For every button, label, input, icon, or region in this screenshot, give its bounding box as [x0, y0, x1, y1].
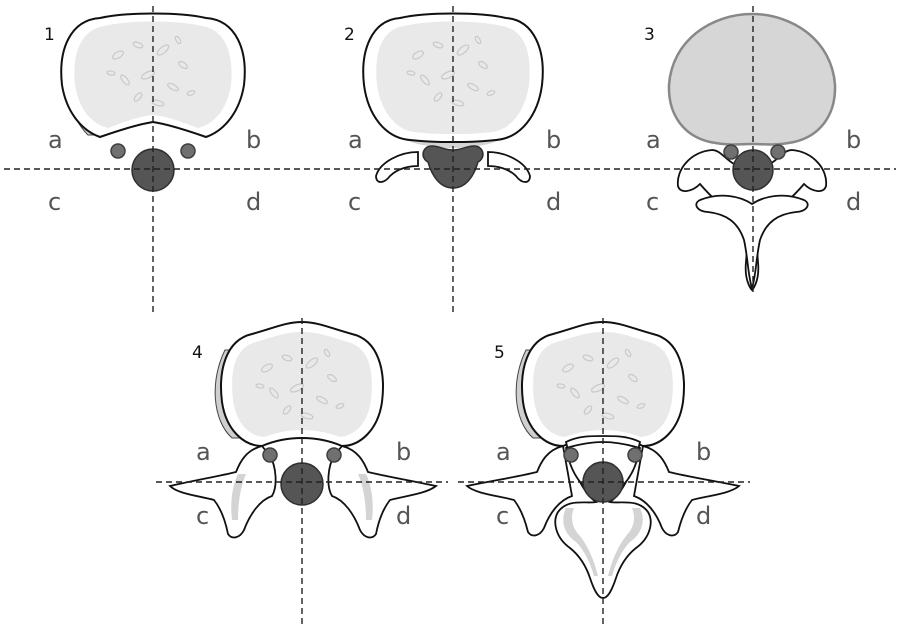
panel-3: 3 a b c d: [644, 6, 861, 294]
pedicle-right: [488, 152, 530, 182]
quadrant-label-d: d: [246, 188, 261, 216]
spinous-process: [696, 196, 807, 288]
quadrant-label-c: c: [48, 188, 61, 216]
quadrant-label-a: a: [48, 126, 63, 154]
panel-1: 1 a b c d: [44, 6, 261, 312]
panel-number: 4: [192, 343, 203, 363]
panel-number: 5: [494, 343, 505, 363]
quadrant-label-b: b: [546, 126, 561, 154]
panel-number: 3: [644, 25, 655, 45]
quadrant-label-a: a: [196, 438, 211, 466]
quadrant-label-b: b: [396, 438, 411, 466]
panel-number: 1: [44, 25, 55, 45]
quadrant-label-a: a: [646, 126, 661, 154]
quadrant-label-d: d: [696, 502, 711, 530]
quadrant-label-a: a: [496, 438, 511, 466]
panel-2: 2 a b c d: [344, 6, 561, 312]
nerve-root-left: [564, 448, 578, 462]
nerve-root-left: [111, 144, 125, 158]
quadrant-label-d: d: [546, 188, 561, 216]
quadrant-label-c: c: [348, 188, 361, 216]
pedicle-left: [376, 152, 418, 182]
quadrant-label-c: c: [646, 188, 659, 216]
vertebral-body-shaded: [669, 14, 835, 145]
quadrant-label-a: a: [348, 126, 363, 154]
nerve-root-right: [771, 145, 785, 159]
quadrant-label-d: d: [396, 502, 411, 530]
quadrant-label-b: b: [846, 126, 861, 154]
panel-number: 2: [344, 25, 355, 45]
transverse-process-right: [328, 446, 436, 537]
panel-5: 5 a b c d: [467, 318, 739, 626]
quadrant-label-b: b: [246, 126, 261, 154]
nerve-root-right: [327, 448, 341, 462]
quadrant-label-c: c: [196, 502, 209, 530]
quadrant-label-d: d: [846, 188, 861, 216]
nerve-root-left: [263, 448, 277, 462]
quadrant-label-b: b: [696, 438, 711, 466]
panel-4: 4 a b c d: [170, 318, 436, 626]
quadrant-label-c: c: [496, 502, 509, 530]
nerve-root-right: [628, 448, 642, 462]
nerve-root-left: [724, 145, 738, 159]
nerve-root-right: [181, 144, 195, 158]
transverse-process-left: [170, 446, 276, 537]
